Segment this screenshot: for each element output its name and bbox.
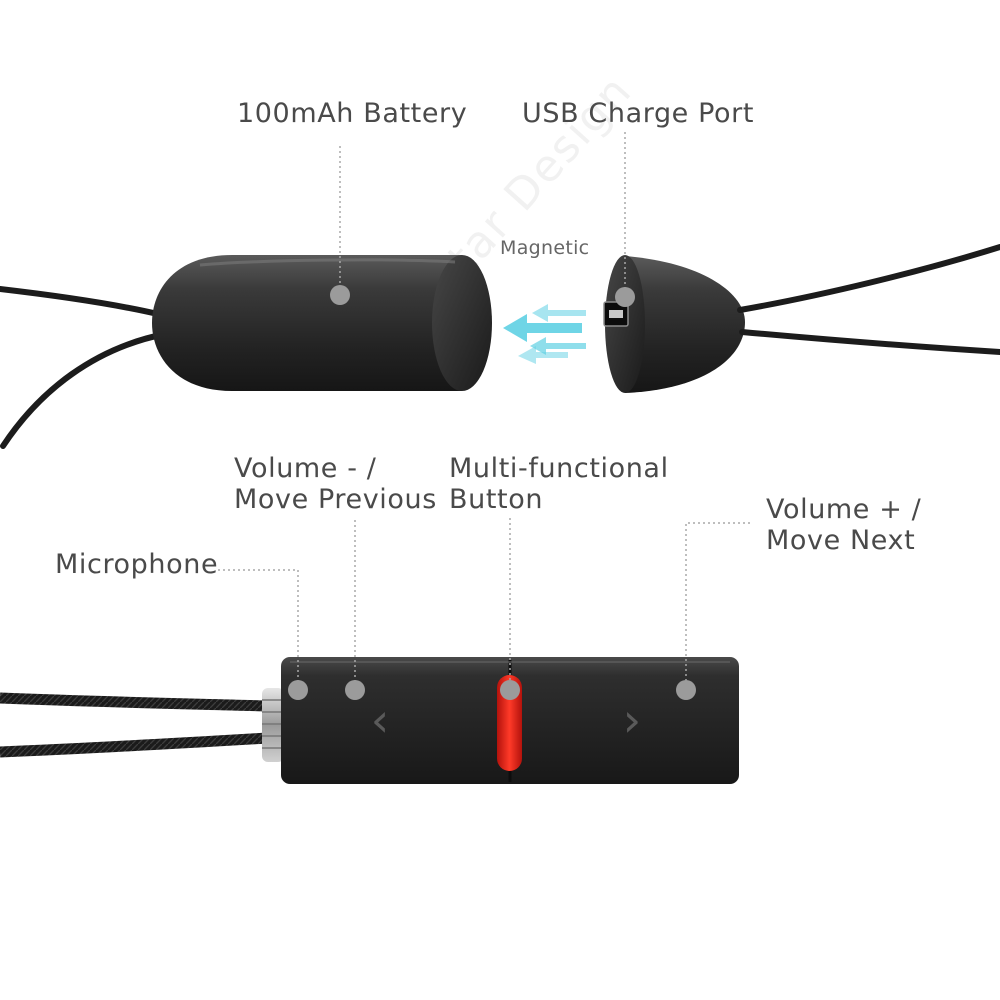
magnetic-cap xyxy=(605,255,745,393)
multi-button-marker xyxy=(500,680,520,700)
right-cable xyxy=(737,244,1000,355)
usb-port-marker xyxy=(615,287,635,307)
microphone-label: Microphone xyxy=(55,549,219,580)
marker-dots xyxy=(288,285,696,700)
battery-label: 100mAh Battery xyxy=(237,98,468,129)
usb-port-label: USB Charge Port xyxy=(522,98,755,129)
usb-port-icon xyxy=(603,301,629,327)
volume-up-marker xyxy=(676,680,696,700)
battery-marker xyxy=(330,285,350,305)
magnetic-label: Magnetic xyxy=(500,237,590,259)
magnetic-arrows-icon xyxy=(503,304,586,364)
cable-connector xyxy=(262,688,284,762)
volume-down-label: Volume - / Move Previous xyxy=(234,453,437,515)
next-chevron-icon: › xyxy=(623,693,641,747)
left-cable xyxy=(0,286,168,449)
battery-capsule xyxy=(152,255,492,391)
microphone-marker xyxy=(288,680,308,700)
braided-cable xyxy=(0,692,269,758)
multi-function-button[interactable] xyxy=(497,675,522,771)
volume-up-label: Volume + / Move Next xyxy=(766,494,922,556)
volume-down-marker xyxy=(345,680,365,700)
multi-button-label: Multi-functional Button xyxy=(449,453,669,515)
leader-lines xyxy=(218,132,750,690)
previous-chevron-icon: ‹ xyxy=(371,693,389,747)
